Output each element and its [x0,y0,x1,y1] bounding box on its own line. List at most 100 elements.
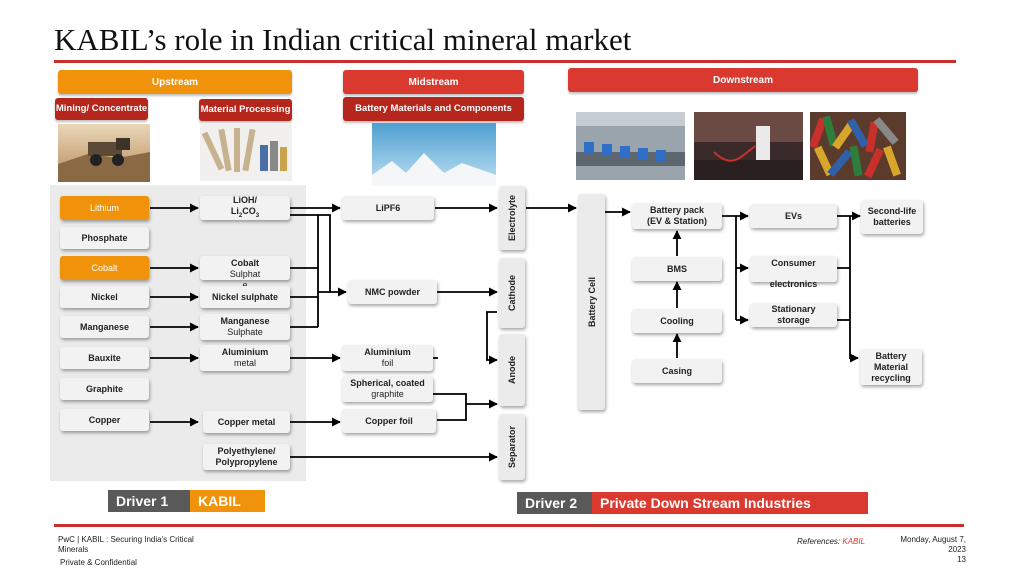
polyethylene-line2: Polypropylene [215,457,278,467]
copper-foil-label: Copper foil [365,415,413,426]
mineral-cobalt-label: Cobalt [91,262,118,273]
footer-source-line2: Minerals [58,545,89,554]
footer-confidential: Private & Confidential [60,558,137,567]
application-evs: EVs [750,204,837,228]
stage-downstream: Downstream [568,68,918,92]
mineral-copper: Copper [60,409,149,431]
driver2-label: Driver 2 [517,492,592,514]
driver2-value-text: Private Down Stream Industries [600,495,811,511]
manganese-sulphate-line1: Manganese [220,316,270,326]
aluminium-metal-line1: Aluminium [221,347,269,357]
manganese-sulphate-line2: Sulphate [227,327,263,337]
stage-upstream: Upstream [58,70,292,94]
copper-metal-label: Copper metal [217,416,276,427]
mineral-cobalt: Cobalt [60,256,149,280]
component-coated-graphite: Spherical, coated graphite [342,376,433,402]
application-consumer-electronics: Consumer electronics [750,256,837,289]
mineral-lithium-label: Lithium [89,202,119,213]
processed-nickel-sulphate: Nickel sulphate [200,286,290,308]
mineral-bauxite: Bauxite [60,347,149,369]
driver1-label: Driver 1 [108,490,190,512]
mining-truck-image [58,124,150,182]
application-second-life-batteries: Second-life batteries [861,200,923,234]
lioh-label: LiOH/ [233,194,257,205]
cobalt-sulphate-line2: Sulphat [229,269,261,279]
substage-mining-label: Mining/ Concentrate [55,103,148,114]
stage-midstream-label: Midstream [408,76,459,88]
substage-battery-materials: Battery Materials and Components [343,97,524,121]
processed-lithium-compounds: LiOH/ Li2CO3 [200,194,290,220]
processed-manganese-sulphate: Manganese Sulphate [200,314,290,340]
battery-assembly-image [576,112,685,180]
cobalt-sulphate-line1: Cobalt [231,258,259,268]
application-stationary-storage: Stationary storage [750,303,837,327]
substage-processing-label: Material Processing [200,104,291,115]
cell-part-electrolyte: Electrolyte [499,186,525,250]
nmc-powder-label: NMC powder [365,286,420,297]
bms-label: BMS [667,263,687,274]
references-label: References: [797,537,843,546]
charging-station-image [694,112,803,180]
component-lipf6: LiPF6 [342,196,434,220]
second-life-line2: batteries [873,217,911,227]
aluminium-foil-line1: Aluminium [364,347,411,357]
stage-downstream-label: Downstream [712,74,773,86]
mineral-copper-label: Copper [88,414,121,425]
battery-pack: Battery pack (EV & Station) [632,203,722,229]
footer-divider [54,524,964,527]
footer-source-line1: PwC | KABIL : Securing India's Critical [58,535,194,544]
cobalt-sulphate-line3: e [242,280,248,290]
salt-flats-image [372,123,496,186]
aluminium-metal-line2: metal [233,358,256,368]
driver1-value: KABIL [190,490,265,512]
bms: BMS [632,257,722,281]
application-battery-recycling: Battery Material recycling [860,349,922,385]
recycling-line2: Material [873,361,908,372]
mineral-graphite-label: Graphite [85,383,123,394]
second-life-line1: Second-life [867,206,917,216]
mineral-graphite: Graphite [60,378,149,400]
used-batteries-image [810,112,906,180]
recycling-line3: recycling [871,372,911,383]
footer-date-line1: Monday, August 7, [900,535,966,544]
footer-date-line2: 2023 [948,545,966,554]
battery-pack-line2: (EV & Station) [647,216,707,226]
component-aluminium-foil: Aluminium foil [342,345,433,371]
recycling-line1: Battery [875,350,907,361]
footer-date: Monday, August 7, 2023 13 [880,535,966,565]
mineral-lithium: Lithium [60,196,149,220]
mineral-nickel: Nickel [60,286,149,308]
casing-label: Casing [661,365,692,376]
processed-polyethylene: Polyethylene/ Polypropylene [203,444,290,470]
footer-source: PwC | KABIL : Securing India's Critical … [58,535,228,555]
processed-cobalt-sulphate: Cobalt Sulphat e [200,256,290,290]
consumer-line2: electronics [769,279,818,289]
substage-battery-materials-label: Battery Materials and Components [355,103,512,114]
cooling: Cooling [632,309,722,333]
cooling-label: Cooling [660,315,694,326]
processed-copper-metal: Copper metal [203,411,290,433]
driver1-label-text: Driver 1 [116,493,169,509]
battery-cell: Battery Cell [578,194,605,410]
footer-references: References: KABIL [797,537,865,547]
cell-part-separator: Separator [499,414,525,480]
separator-label: Separator [507,425,517,469]
electrolyte-label: Electrolyte [507,194,517,242]
mineral-phosphate-label: Phosphate [81,232,128,243]
battery-pack-line1: Battery pack [649,205,705,215]
component-copper-foil: Copper foil [342,409,436,433]
references-link[interactable]: KABIL [842,537,866,546]
nickel-sulphate-label: Nickel sulphate [211,291,279,302]
processed-aluminium-metal: Aluminium metal [200,345,290,371]
lipf6-label: LiPF6 [375,202,401,213]
anode-label: Anode [507,356,517,384]
battery-cell-label: Battery Cell [586,276,597,328]
aluminium-foil-line2: foil [381,358,394,368]
driver2-label-text: Driver 2 [525,495,578,511]
stationary-line2: storage [777,315,810,325]
consumer-line1: Consumer [771,258,816,268]
stage-midstream: Midstream [343,70,524,94]
coated-graphite-line2: graphite [371,389,404,399]
title-divider [54,60,956,63]
